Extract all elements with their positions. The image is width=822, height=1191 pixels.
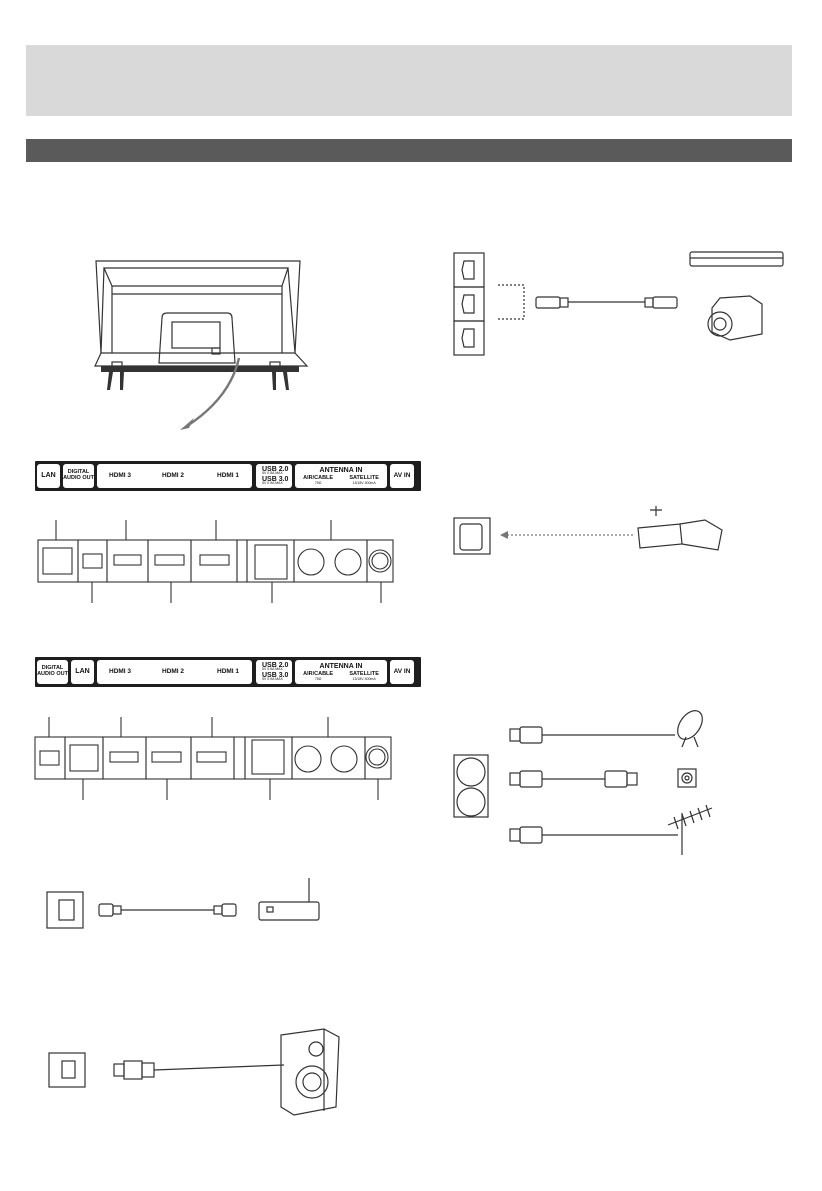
label-air-cable: AIR/CABLE	[303, 474, 334, 481]
port-panel-2	[34, 717, 392, 800]
label-satellite-2: SATELLITE	[349, 670, 379, 677]
label-usb20: USB 2.0	[262, 465, 289, 473]
hdmi-connection-diagram	[453, 251, 784, 356]
tv-back-icon	[94, 260, 309, 430]
label-av-in-text: AV IN	[393, 471, 411, 479]
label-usb30-spec: 5V 0.9A MAX	[262, 481, 283, 486]
camcorder-icon	[707, 295, 763, 341]
label-usb-group: USB 2.0 5V 0.5A MAX USB 3.0 5V 0.9A MAX	[256, 464, 292, 488]
label-digital-audio-out-2: DIGITAL AUDIO OUT	[37, 660, 68, 684]
label-antenna-in: ANTENNA IN	[319, 466, 363, 474]
label-hdmi2: HDMI 2	[162, 471, 185, 479]
label-hdmi3: HDMI 3	[109, 471, 132, 479]
section-title-bar	[26, 139, 792, 162]
label-av-in-text-2: AV IN	[393, 667, 411, 675]
label-air-cable-spec: 75Ω	[314, 480, 322, 485]
usb-stick-icon	[637, 506, 723, 551]
label-hdmi-group-2: HDMI 3 HDMI 2 HDMI 1	[97, 660, 252, 684]
label-lan-2: LAN	[71, 660, 94, 684]
label-satellite-spec-2: 13/18V 400mA	[352, 676, 376, 681]
audio-out-connection-diagram	[48, 1028, 340, 1116]
speaker-icon	[280, 1028, 340, 1116]
label-av-in-2: AV IN	[390, 660, 414, 684]
label-usb-group-2: USB 2.0 5V 0.5A MAX USB 3.0 5V 0.9A MAX	[256, 660, 292, 684]
label-satellite-spec: 13/18V 400mA	[352, 480, 376, 485]
label-satellite: SATELLITE	[349, 474, 379, 481]
label-hdmi1: HDMI 1	[217, 471, 240, 479]
label-usb20-2: USB 2.0	[262, 661, 289, 669]
label-usb20-spec-2: 5V 0.5A MAX	[262, 667, 283, 672]
antenna-icon	[667, 804, 713, 855]
label-hdmi1-2: HDMI 1	[217, 667, 240, 675]
satellite-dish-icon	[677, 710, 703, 748]
label-digital-audio-out: DIGITAL AUDIO OUT	[63, 464, 94, 488]
label-air-cable-2: AIR/CABLE	[303, 670, 334, 677]
label-usb20-spec: 5V 0.5A MAX	[262, 471, 283, 476]
usb-connection-diagram	[453, 506, 723, 555]
top-banner	[26, 45, 792, 116]
label-digital-text-1: DIGITAL	[67, 469, 90, 476]
label-lan-text-2: LAN	[75, 668, 90, 676]
label-hdmi-group: HDMI 3 HDMI 2 HDMI 1	[97, 464, 252, 488]
lan-connection-diagram	[46, 878, 320, 929]
label-lan: LAN	[37, 464, 60, 488]
label-usb30: USB 3.0	[262, 476, 289, 483]
label-lan-text: LAN	[41, 472, 56, 480]
label-antenna-in-2: ANTENNA IN	[319, 662, 363, 670]
label-av-in: AV IN	[390, 464, 414, 488]
label-air-cable-spec-2: 75Ω	[314, 676, 322, 681]
port-panel-1	[37, 520, 394, 603]
label-digital-text-1b: DIGITAL	[41, 665, 64, 672]
label-digital-text-2: AUDIO OUT	[63, 475, 94, 481]
label-hdmi3-2: HDMI 3	[109, 667, 132, 675]
antenna-connection-diagram	[453, 710, 713, 855]
label-usb30-2: USB 3.0	[262, 672, 289, 679]
bluray-player-icon	[689, 251, 784, 267]
wall-socket-icon	[677, 768, 697, 788]
label-usb30-spec-2: 5V 0.9A MAX	[262, 677, 283, 682]
router-icon	[258, 878, 320, 921]
label-hdmi2-2: HDMI 2	[162, 667, 185, 675]
label-digital-text-2b: AUDIO OUT	[37, 671, 68, 677]
